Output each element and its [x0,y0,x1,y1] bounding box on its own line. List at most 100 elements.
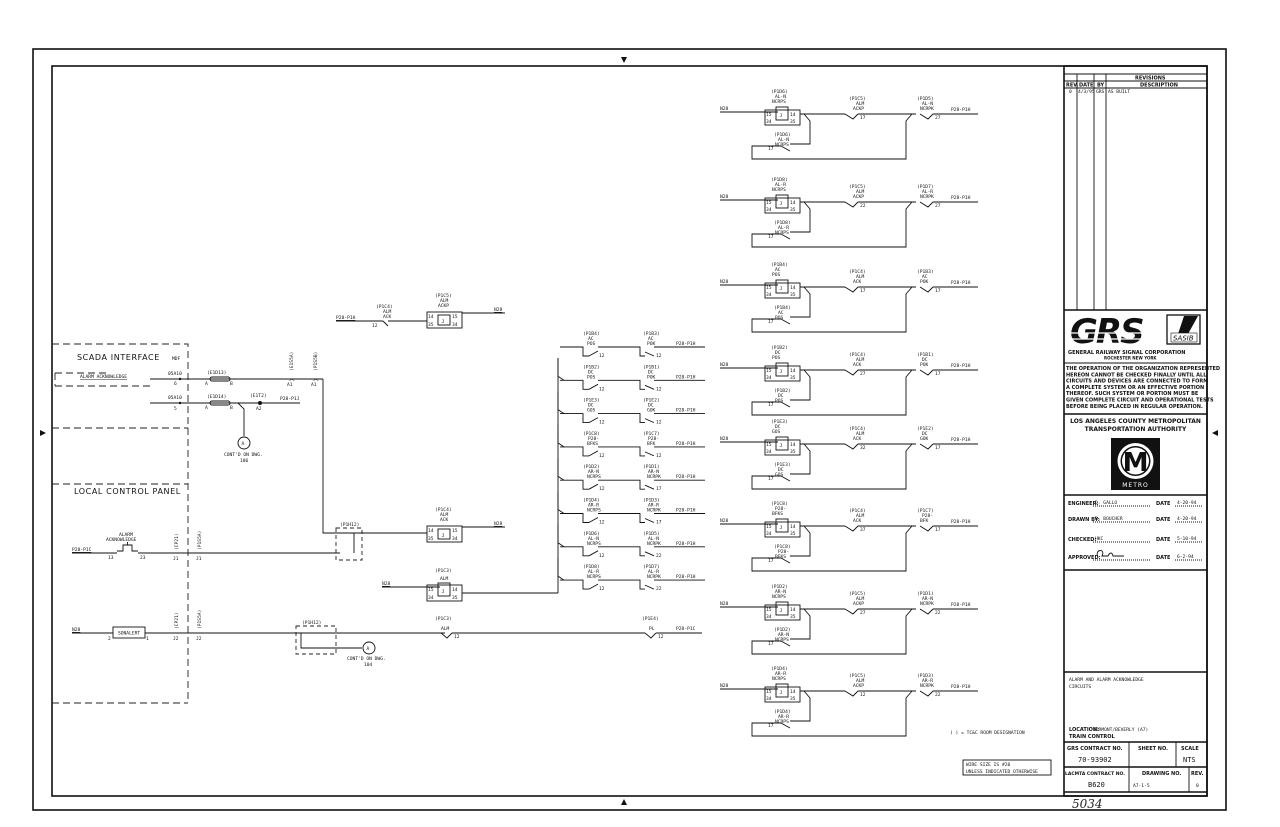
svg-text:ALM: ALM [440,576,449,582]
label: AL-R [648,569,659,575]
label: (P1D5) [643,531,660,537]
label: ALM [856,513,865,519]
label: NCRPK [920,106,934,112]
sasib-logo: SASIB [1166,314,1201,345]
scada-title: SCADA INTERFACE [77,353,160,362]
label: (P1D1) [643,464,660,470]
label: AR-R [588,503,599,509]
relay-contact-icon [844,608,859,615]
terminal-label: 05A10 [168,395,182,401]
relay-contact-icon [588,546,645,557]
connector-label: (P1S5A) [197,531,203,550]
company-city: ROCHESTER NEW YORK [1104,356,1157,361]
label: AL-R [778,225,789,231]
label: (P1D3) [917,673,934,679]
label: 15 [766,524,772,530]
label: 17 [768,234,774,240]
drawing-title-1: ALARM AND ALARM ACKNOWLEDGE [1069,677,1144,683]
label: 35 [790,207,796,213]
label: (P1C7) [917,508,934,514]
label: AL-N [648,536,659,542]
signoff-name: D. GALLO [1095,500,1117,506]
label: DC [775,350,781,356]
label: 15 [766,607,772,613]
label: (P1C4) [849,508,866,514]
label: 17 [656,520,662,526]
label: NCRPS [772,594,786,600]
label: 17 [768,402,774,408]
label: 17 [768,558,774,564]
svg-text:SASIB: SASIB [1173,335,1194,343]
label: (P1D6) [774,132,791,138]
label: 15 [766,368,772,374]
drawing-no-label: DRAWING NO. [1142,771,1181,777]
label: AR-R [778,714,789,720]
label: NCRPS [775,142,789,148]
system-name: TRAIN CONTROL [1069,734,1116,740]
label: 17 [935,527,941,533]
svg-text:12: 12 [658,634,664,640]
label: POK [647,341,656,347]
stick-contact-icon [751,608,913,655]
label: J [780,525,783,531]
inner-border [51,65,1208,797]
label: POK [920,279,929,285]
location-value: VERMONT/BEVERLY (A7) [1093,727,1148,733]
label: (P1B2) [774,388,791,394]
label: NCRPS [775,719,789,725]
lacmta-contract-value: B620 [1088,781,1105,789]
grs-contract-label: GRS CONTRACT NO. [1067,746,1123,752]
lcp-title: LOCAL CONTROL PANEL [74,487,181,496]
alarm-acknowledge-label: ALARM ACKNOWLEDGE [80,374,127,380]
label: NCRPS [587,541,601,547]
label: ACK [853,279,862,285]
label: NCRPS [772,99,786,105]
relay-contact-icon [440,632,453,639]
label: ACK [853,436,862,442]
svg-text:34: 34 [452,322,458,328]
label: 14 [790,200,796,206]
relay-contact-icon [588,379,645,390]
stick-contact-icon [751,369,913,416]
stick-contact-icon [751,443,913,490]
label: ALM [856,596,865,602]
label: (P1B4) [771,262,788,268]
label: AR-N [588,469,599,475]
terminal-tag: (E1T2) [250,393,267,399]
svg-text:35: 35 [452,595,458,601]
label: 35 [790,696,796,702]
label: 17 [768,476,774,482]
label: P28- [922,513,933,519]
label: GOS [775,472,784,478]
drawing-no-value: A7-1-5 [1133,783,1150,789]
svg-text:B: B [230,381,233,387]
wire-label: P28-P1H [951,363,971,369]
connector-label: (P1S5B) [313,352,319,371]
label: 12 [599,453,605,459]
svg-text:WIRE SIZE IS #20: WIRE SIZE IS #20 [966,762,1010,768]
label: 14 [790,689,796,695]
label: 12 [656,353,662,359]
label: 14 [790,112,796,118]
label: AL-N [775,94,786,100]
relay-contact-icon [919,608,934,615]
relay-contact-icon [644,379,705,390]
signoff-date-label: DATE [1156,501,1171,507]
label: NCRPS [587,508,601,514]
wire-label: N28 [720,436,729,442]
grs-contract-value: 70-93902 [1078,756,1112,764]
signoff-label: DRAWN BY: [1068,517,1100,523]
label: 32 [860,445,866,451]
label: 12 [656,386,662,392]
outer-border [32,48,1227,811]
label: (P1C8) [583,431,600,437]
svg-text:J2: J2 [196,636,202,642]
svg-text:106: 106 [240,458,249,464]
